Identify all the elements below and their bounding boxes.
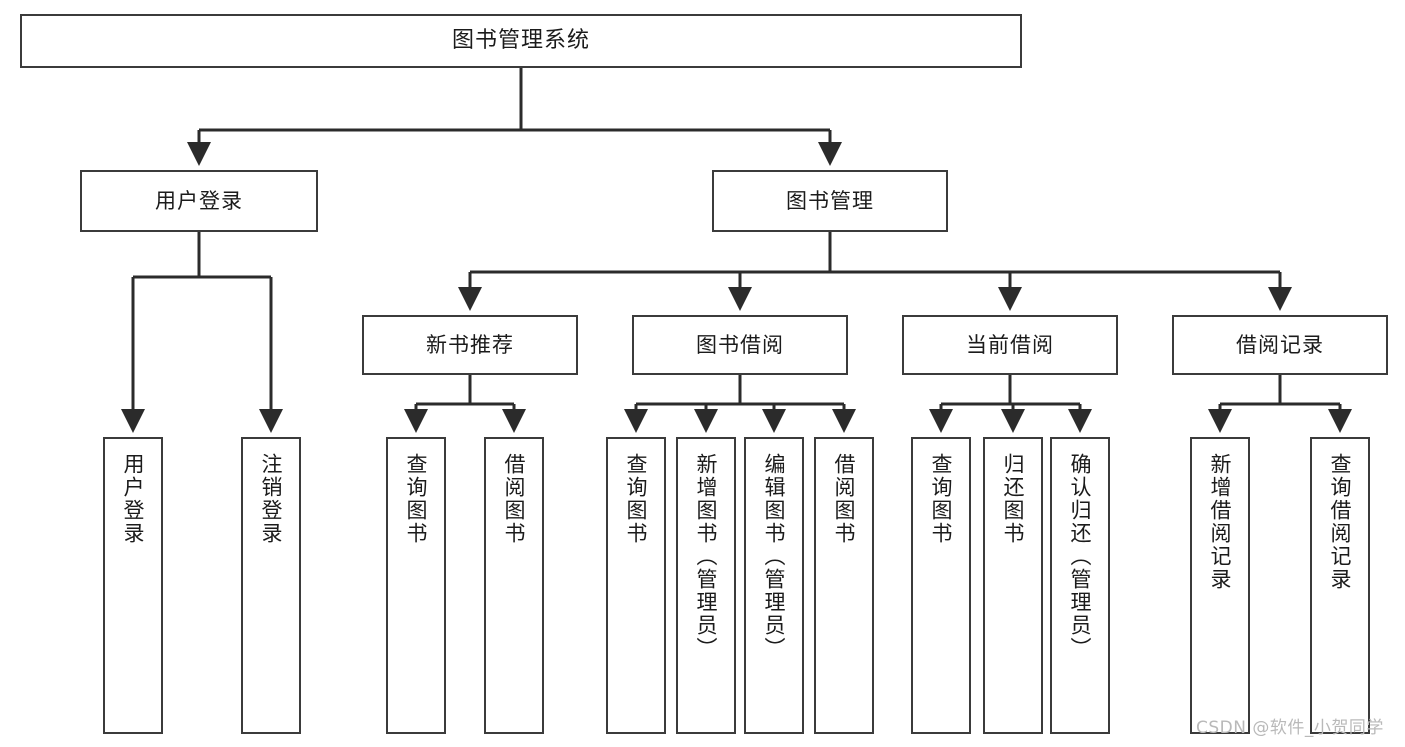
node-user-login-label: 用户登录 (155, 188, 243, 213)
node-borrow-record[interactable]: 借阅记录 (1172, 315, 1388, 375)
node-leaf-borrow-book-rec[interactable]: 借阅图书 (484, 437, 544, 734)
node-leaf-query-book-cb[interactable]: 查询图书 (911, 437, 971, 734)
node-root-label: 图书管理系统 (451, 28, 590, 54)
node-leaf-edit-book-label: 编辑图书（管理员） (762, 453, 787, 660)
node-current-borrow[interactable]: 当前借阅 (902, 315, 1118, 375)
node-leaf-borrow-book-br-label: 借阅图书 (832, 453, 857, 545)
node-borrow-record-label: 借阅记录 (1236, 332, 1324, 357)
node-book-borrow-label: 图书借阅 (696, 332, 784, 357)
node-leaf-confirm-return-label: 确认归还（管理员） (1068, 453, 1093, 660)
node-book-manage[interactable]: 图书管理 (712, 170, 948, 232)
node-leaf-logout-label: 注销登录 (259, 453, 284, 545)
node-leaf-query-book-br-label: 查询图书 (624, 453, 649, 545)
node-leaf-return-book-label: 归还图书 (1001, 453, 1026, 545)
node-leaf-add-book-label: 新增图书（管理员） (694, 453, 719, 660)
node-leaf-query-book-rec-label: 查询图书 (404, 453, 429, 545)
node-leaf-return-book[interactable]: 归还图书 (983, 437, 1043, 734)
node-leaf-add-book[interactable]: 新增图书（管理员） (676, 437, 736, 734)
node-leaf-borrow-book-rec-label: 借阅图书 (502, 453, 527, 545)
node-leaf-query-record[interactable]: 查询借阅记录 (1310, 437, 1370, 734)
node-leaf-borrow-book-br[interactable]: 借阅图书 (814, 437, 874, 734)
csdn-watermark: CSDN @软件_小贺同学 (1196, 718, 1384, 738)
node-book-manage-label: 图书管理 (786, 188, 874, 213)
node-leaf-logout[interactable]: 注销登录 (241, 437, 301, 734)
node-leaf-user-login-label: 用户登录 (121, 453, 146, 545)
node-leaf-query-book-cb-label: 查询图书 (929, 453, 954, 545)
node-leaf-query-record-label: 查询借阅记录 (1328, 453, 1353, 591)
node-current-borrow-label: 当前借阅 (966, 332, 1054, 357)
node-new-book-rec-label: 新书推荐 (426, 332, 514, 357)
node-leaf-user-login[interactable]: 用户登录 (103, 437, 163, 734)
node-leaf-add-record[interactable]: 新增借阅记录 (1190, 437, 1250, 734)
node-root[interactable]: 图书管理系统 (20, 14, 1022, 68)
node-user-login[interactable]: 用户登录 (80, 170, 318, 232)
node-leaf-query-book-br[interactable]: 查询图书 (606, 437, 666, 734)
node-leaf-query-book-rec[interactable]: 查询图书 (386, 437, 446, 734)
node-leaf-add-record-label: 新增借阅记录 (1208, 453, 1233, 591)
node-leaf-edit-book[interactable]: 编辑图书（管理员） (744, 437, 804, 734)
node-book-borrow[interactable]: 图书借阅 (632, 315, 848, 375)
node-leaf-confirm-return[interactable]: 确认归还（管理员） (1050, 437, 1110, 734)
node-new-book-rec[interactable]: 新书推荐 (362, 315, 578, 375)
